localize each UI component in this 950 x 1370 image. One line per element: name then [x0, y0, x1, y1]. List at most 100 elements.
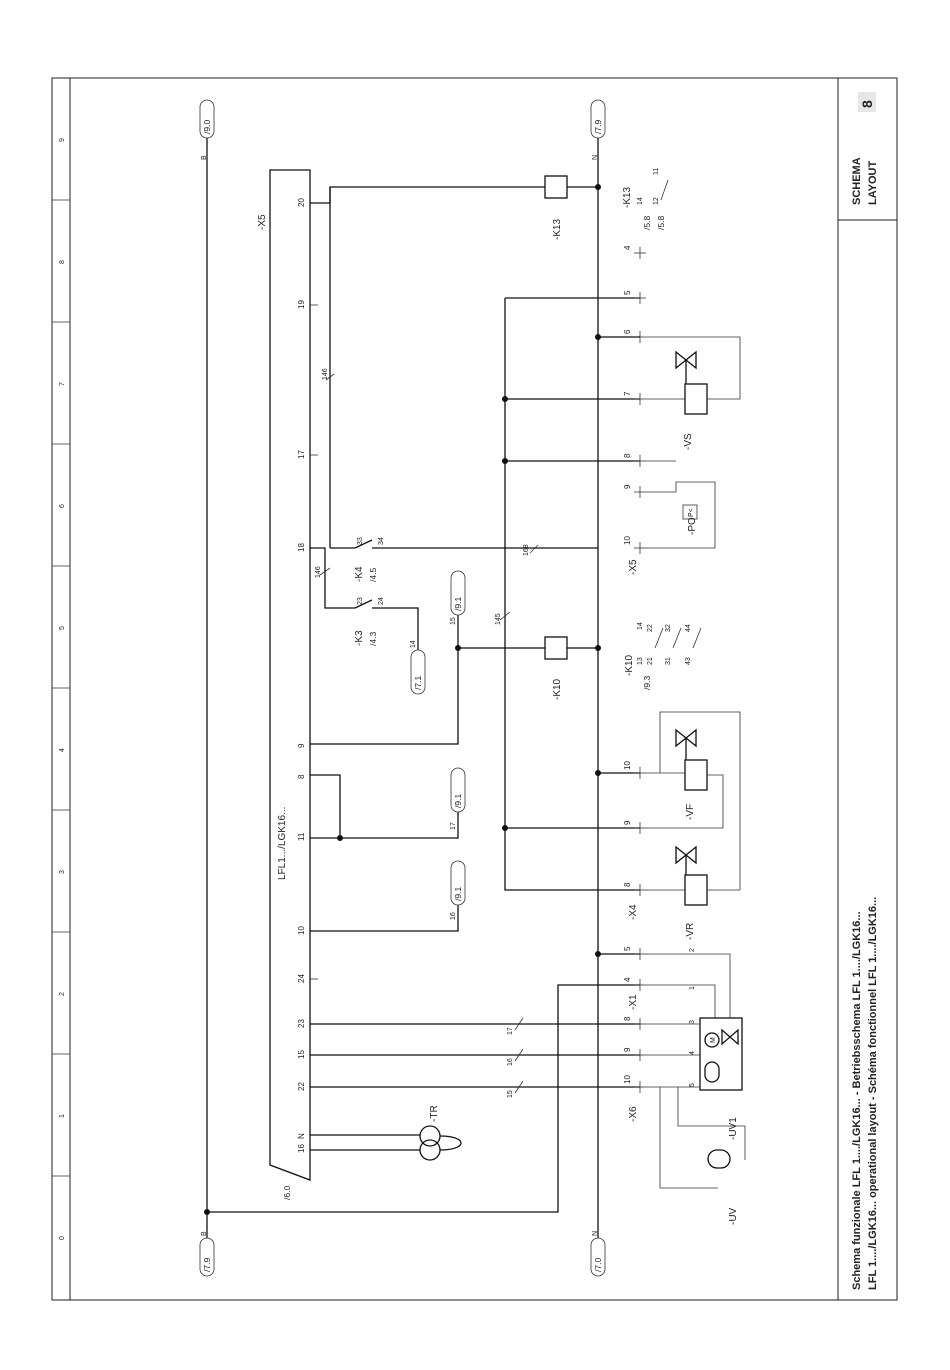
svg-text:12: 12 [653, 197, 660, 205]
po-box [682, 504, 698, 520]
ref-b-bottom: /7.9 B [199, 1231, 215, 1277]
device-label: LFL1.../LGK16... [277, 807, 288, 880]
uv-sensor-icon [707, 1149, 731, 1169]
svg-text:6: 6 [623, 329, 632, 334]
k13-label: -K13 [622, 186, 633, 208]
svg-text:7: 7 [623, 391, 632, 396]
uv-label: -UV [728, 1207, 739, 1225]
svg-text:/7.0: /7.0 [593, 1258, 603, 1272]
svg-text:M: M [710, 1037, 717, 1043]
x4-label: -X4 [628, 904, 639, 920]
grid-col-6: 6 [59, 504, 66, 508]
svg-text:16: 16 [297, 1144, 306, 1153]
svg-text:22: 22 [647, 624, 654, 632]
svg-text:10: 10 [623, 761, 632, 770]
svg-text:5: 5 [623, 946, 632, 951]
svg-text:/7.9: /7.9 [202, 1258, 212, 1272]
device-ref: /6.0 [282, 1186, 292, 1200]
k4-label: -K4 [354, 566, 365, 582]
svg-text:15: 15 [297, 1050, 306, 1059]
svg-text:16: 16 [450, 912, 457, 920]
vf-valve-icon [675, 728, 697, 748]
svg-text:8: 8 [297, 774, 306, 779]
uv1-label: -UV1 [728, 1117, 739, 1140]
schema-label: SCHEMA [851, 157, 863, 205]
ref-14: /7.1 14 [410, 640, 426, 695]
grid-col-1: 1 [59, 1114, 66, 1118]
x5-bottom-label: -X5 [628, 559, 639, 575]
svg-text:24: 24 [378, 597, 385, 605]
svg-text:1: 1 [689, 986, 696, 990]
svg-text:14: 14 [637, 622, 644, 630]
svg-text:19: 19 [297, 300, 306, 309]
svg-text:/9.1: /9.1 [453, 794, 463, 808]
uv1-terminals: 1 2 3 4 5 [689, 948, 696, 1087]
svg-text:N: N [297, 1133, 306, 1139]
svg-text:21: 21 [647, 657, 654, 665]
k4-ref: /4.5 [368, 568, 378, 582]
k13-coil [544, 175, 568, 199]
svg-text:/5.8: /5.8 [642, 216, 652, 230]
svg-text:/9.3: /9.3 [642, 676, 652, 690]
uv1-sensor-icon [704, 1061, 720, 1083]
tr-label: -TR [429, 1105, 440, 1122]
svg-text:15: 15 [450, 617, 457, 625]
svg-text:/7.9: /7.9 [593, 120, 603, 134]
ref-n-top: /7.9 N [590, 99, 606, 160]
grid-col-2: 2 [59, 992, 66, 996]
svg-text:44: 44 [685, 624, 692, 632]
device-terminal-stubs [310, 202, 318, 980]
svg-text:33: 33 [357, 537, 364, 545]
svg-text:5: 5 [623, 290, 632, 295]
vs-label: -VS [683, 433, 694, 450]
ref-17: /9.1 17 [450, 767, 466, 830]
grid-col-4: 4 [59, 748, 66, 752]
k13-contacts: -K13 /5.8 /5.8 14 12 11 [622, 168, 669, 230]
svg-text:8: 8 [623, 453, 632, 458]
transformer-tr [419, 1125, 462, 1161]
svg-text:4: 4 [623, 977, 632, 982]
wire-15: 15 [507, 1090, 514, 1098]
ref-b-top: /9.0 B [199, 99, 215, 160]
page-number: 8 [859, 100, 875, 108]
vs-valve-icon [675, 350, 697, 370]
grid-col-5: 5 [59, 626, 66, 630]
svg-text:22: 22 [297, 1082, 306, 1091]
svg-text:23: 23 [357, 597, 364, 605]
vf-label: -VF [685, 804, 696, 820]
vr-coil [684, 874, 708, 906]
svg-text:32: 32 [665, 624, 672, 632]
x6-label: -X6 [628, 1106, 639, 1122]
svg-text:9: 9 [623, 1047, 632, 1052]
k10-coil-label: -K10 [552, 678, 563, 700]
grid-col-3: 3 [59, 870, 66, 874]
vr-valve-icon [675, 845, 697, 865]
vs-coil [684, 383, 708, 415]
svg-text:4: 4 [689, 1051, 696, 1055]
svg-text:B: B [201, 1231, 208, 1236]
ref-n-bottom: /7.0 N [590, 1231, 606, 1277]
grid-ticks [52, 199, 70, 1177]
grid-col-0: 0 [59, 1236, 66, 1240]
k10-coil [544, 636, 568, 660]
uv1-box [699, 1017, 743, 1091]
wire-168: 168 [523, 544, 530, 556]
vr-label: -VR [685, 923, 696, 940]
title-line-2: LFL 1..../LGK16... operational layout - … [867, 897, 879, 1290]
device-box [269, 169, 311, 1181]
wire-16: 16 [507, 1058, 514, 1066]
terminals-x6-x1: 10 9 8 4 5 [623, 946, 646, 1093]
svg-text:4: 4 [623, 245, 632, 250]
svg-text:13: 13 [637, 657, 644, 665]
terminals-x4: 8 9 10 [623, 761, 646, 896]
svg-text:10: 10 [623, 536, 632, 545]
svg-text:10: 10 [297, 926, 306, 935]
svg-text:/9.0: /9.0 [202, 120, 212, 134]
svg-text:N: N [592, 155, 599, 160]
svg-text:17: 17 [297, 450, 306, 459]
svg-text:31: 31 [665, 657, 672, 665]
grid-col-7: 7 [59, 382, 66, 386]
ref-16: /9.1 16 [450, 860, 466, 920]
svg-text:23: 23 [297, 1019, 306, 1028]
